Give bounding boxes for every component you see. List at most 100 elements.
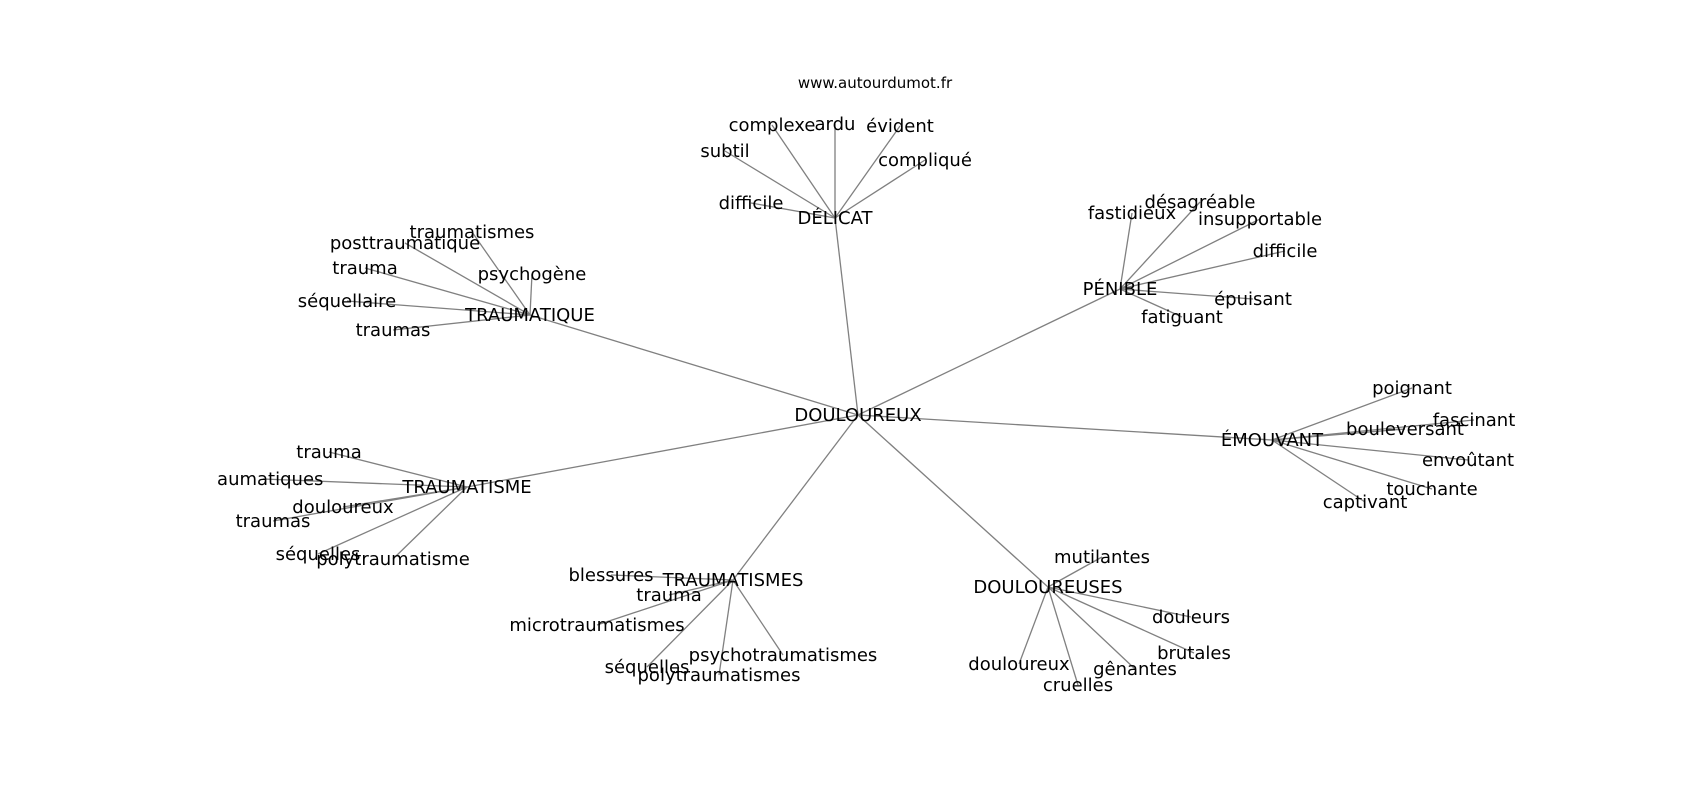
edge-center-to-hub: [857, 414, 1273, 441]
edge-hub-to-leaf: [1119, 212, 1133, 290]
edge-hub-to-leaf: [346, 300, 531, 316]
leaf-node[interactable]: douloureux: [968, 654, 1070, 675]
edge-center-to-hub: [466, 414, 859, 488]
leaf-node[interactable]: trauma: [296, 442, 361, 463]
edge-hub-to-leaf: [1271, 439, 1366, 503]
edge-hub-to-leaf: [724, 150, 836, 219]
edge-hub-to-leaf: [1271, 439, 1433, 490]
edge-hub-to-leaf: [1119, 288, 1254, 300]
leaf-node[interactable]: traumatismes: [410, 222, 535, 243]
leaf-node[interactable]: bouleversant: [1346, 419, 1464, 440]
leaf-node[interactable]: complexe: [729, 115, 816, 136]
leaf-node[interactable]: insupportable: [1198, 209, 1322, 230]
leaf-node[interactable]: trauma: [332, 258, 397, 279]
edge-hub-to-leaf: [404, 242, 531, 316]
leaf-node[interactable]: brutales: [1157, 643, 1231, 664]
edge-hub-to-leaf: [610, 574, 734, 581]
leaf-node[interactable]: polytraumatismes: [638, 665, 801, 686]
leaf-node[interactable]: désagréable: [1145, 192, 1256, 213]
edge-center-to-hub: [732, 414, 859, 581]
edge-hub-to-leaf: [834, 159, 926, 219]
leaf-node[interactable]: psychogène: [478, 264, 587, 285]
edge-hub-to-leaf: [317, 486, 468, 555]
hub-node[interactable]: DOULOUREUSES: [973, 577, 1122, 598]
leaf-node[interactable]: douloureux: [292, 497, 394, 518]
leaf-node[interactable]: gênantes: [1093, 659, 1177, 680]
leaf-node[interactable]: trauma: [636, 585, 701, 606]
edge-hub-to-leaf: [834, 125, 901, 219]
edge-hub-to-leaf: [1271, 387, 1413, 441]
hub-node[interactable]: TRAUMATIQUE: [464, 305, 595, 326]
leaf-node[interactable]: polytraumatisme: [316, 549, 470, 570]
leaf-node[interactable]: mutilantes: [1054, 547, 1150, 568]
leaf-node[interactable]: microtraumatismes: [509, 615, 684, 636]
edge-hub-to-leaf: [718, 579, 734, 676]
leaf-node[interactable]: posttraumatique: [330, 233, 480, 254]
leaf-node[interactable]: épuisant: [1214, 289, 1292, 310]
edge-hub-to-leaf: [1119, 201, 1201, 290]
edge-hub-to-leaf: [1047, 586, 1136, 670]
hub-node[interactable]: PÉNIBLE: [1083, 278, 1158, 300]
leaf-node[interactable]: psychotraumatismes: [689, 645, 878, 666]
leaf-node[interactable]: touchante: [1386, 479, 1477, 500]
leaf-node[interactable]: difficile: [1253, 241, 1318, 262]
hub-node[interactable]: TRAUMATISME: [401, 477, 531, 498]
edge-hub-to-leaf: [364, 267, 531, 316]
edge-hub-to-leaf: [392, 314, 531, 331]
edge-hub-to-leaf: [732, 579, 784, 656]
edge-hub-to-leaf: [750, 202, 836, 219]
edge-hub-to-leaf: [1047, 586, 1195, 654]
edge-hub-to-leaf: [1047, 586, 1192, 618]
edge-hub-to-leaf: [262, 478, 468, 488]
leaf-node[interactable]: douleurs: [1152, 607, 1230, 628]
leaf-node[interactable]: subtil: [700, 141, 749, 162]
hub-node[interactable]: DÉLICAT: [797, 207, 873, 229]
edge-center-to-hub: [857, 288, 1121, 416]
leaf-node[interactable]: traumatiques: [218, 469, 323, 490]
leaf-node[interactable]: difficile: [719, 193, 784, 214]
leaf-node[interactable]: captivant: [1323, 492, 1408, 513]
leaf-node[interactable]: séquelles: [276, 544, 361, 565]
hub-node[interactable]: ÉMOUVANT: [1221, 429, 1324, 451]
leaf-node[interactable]: envoûtant: [1422, 450, 1514, 471]
edge-hub-to-leaf: [1119, 288, 1183, 318]
edge-hub-to-leaf: [771, 124, 836, 219]
leaf-node[interactable]: compliqué: [878, 150, 972, 171]
leaf-node[interactable]: fascinant: [1433, 410, 1516, 431]
edge-hub-to-leaf: [646, 579, 734, 668]
leaf-node[interactable]: fastidieux: [1088, 203, 1177, 224]
edge-center-to-hub: [834, 217, 859, 416]
edge-hub-to-leaf: [471, 231, 531, 316]
edges-layer: [262, 124, 1475, 686]
edge-center-to-hub: [529, 314, 859, 416]
leaf-node[interactable]: traumas: [236, 511, 311, 532]
edge-hub-to-leaf: [529, 273, 533, 316]
leaf-node[interactable]: séquelles: [605, 657, 690, 678]
edge-hub-to-leaf: [272, 486, 468, 522]
edge-hub-to-leaf: [668, 579, 734, 596]
edge-hub-to-leaf: [1271, 439, 1469, 461]
edge-hub-to-leaf: [1047, 586, 1079, 686]
leaf-node[interactable]: fatiguant: [1141, 307, 1223, 328]
leaf-node[interactable]: séquellaire: [298, 291, 396, 312]
leaf-node[interactable]: poignant: [1372, 378, 1452, 399]
hub-node[interactable]: TRAUMATISMES: [662, 570, 804, 591]
edge-center-to-hub: [857, 414, 1049, 588]
center-node[interactable]: DOULOUREUX: [794, 405, 921, 426]
edge-hub-to-leaf: [392, 486, 468, 560]
edge-hub-to-leaf: [1271, 428, 1406, 441]
edge-hub-to-leaf: [596, 579, 734, 626]
edge-hub-to-leaf: [1119, 250, 1286, 290]
leaf-node[interactable]: évident: [866, 116, 934, 137]
edge-hub-to-leaf: [1119, 218, 1261, 290]
leaf-node[interactable]: ardu: [815, 114, 856, 135]
edge-hub-to-leaf: [1018, 586, 1049, 665]
leaf-node[interactable]: blessures: [568, 565, 653, 586]
leaf-node[interactable]: cruelles: [1043, 675, 1113, 696]
leaf-node[interactable]: traumas: [356, 320, 431, 341]
edge-hub-to-leaf: [1047, 556, 1103, 588]
edge-hub-to-leaf: [328, 451, 468, 488]
